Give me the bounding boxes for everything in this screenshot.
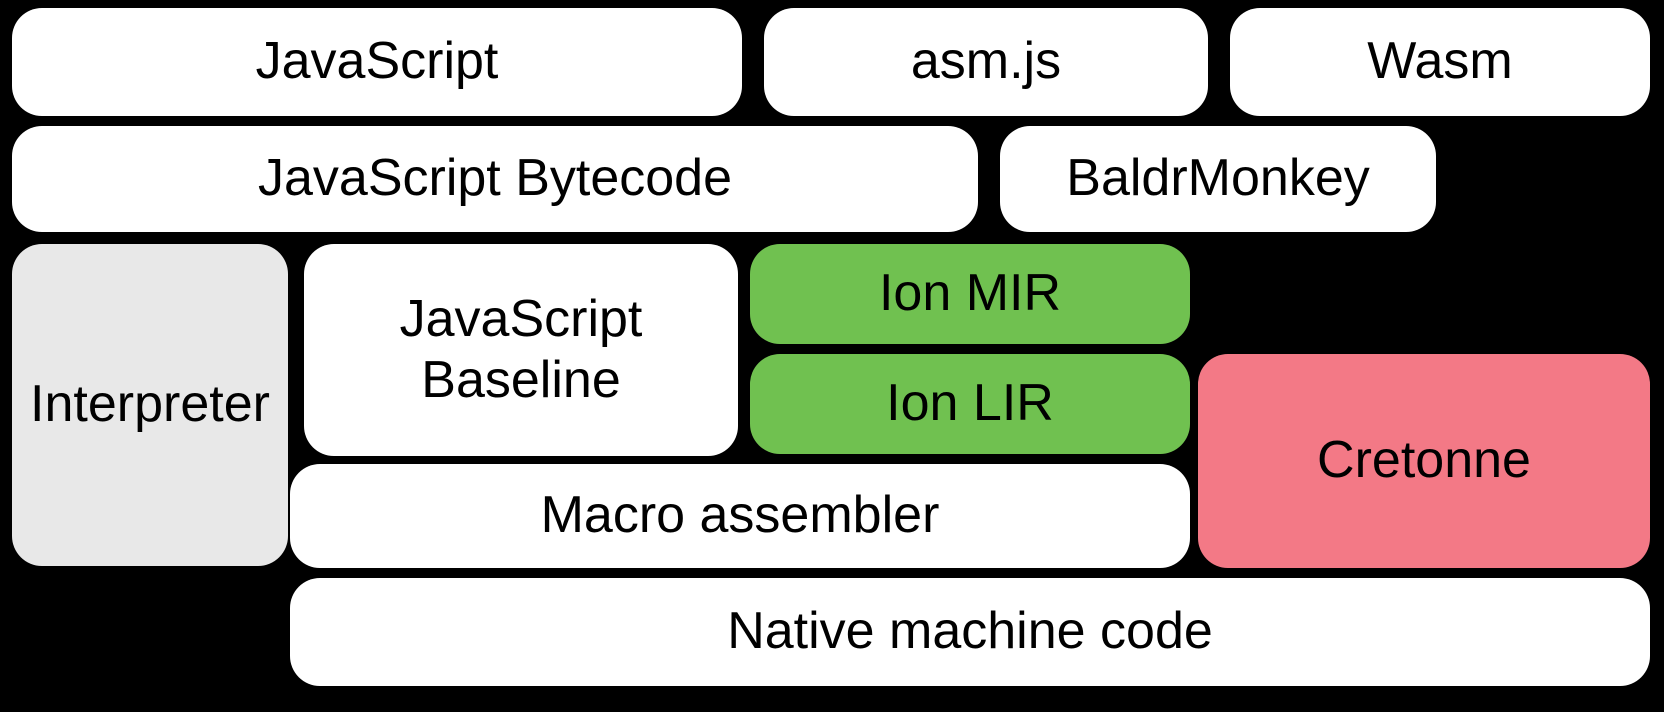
node-ion-mir: Ion MIR — [750, 244, 1190, 344]
node-javascript: JavaScript — [12, 8, 742, 116]
node-baldrmonkey: BaldrMonkey — [1000, 126, 1436, 232]
node-wasm: Wasm — [1230, 8, 1650, 116]
node-javascript-bytecode: JavaScript Bytecode — [12, 126, 978, 232]
node-ion-lir: Ion LIR — [750, 354, 1190, 454]
node-interpreter: Interpreter — [12, 244, 288, 566]
node-javascript-bytecode-label: JavaScript Bytecode — [257, 149, 733, 208]
node-asm-js: asm.js — [764, 8, 1208, 116]
node-native-machine-code-label: Native machine code — [727, 602, 1213, 661]
node-javascript-baseline-label-line2: Baseline — [421, 351, 621, 409]
node-asm-js-label: asm.js — [910, 32, 1062, 91]
node-cretonne-label: Cretonne — [1317, 431, 1531, 490]
node-interpreter-label: Interpreter — [30, 375, 270, 434]
node-cretonne: Cretonne — [1198, 354, 1650, 568]
node-macro-assembler-label: Macro assembler — [540, 486, 940, 545]
node-javascript-baseline-label-line1: JavaScript — [399, 289, 643, 348]
node-ion-lir-label: Ion LIR — [886, 374, 1054, 433]
node-baldrmonkey-label: BaldrMonkey — [1066, 149, 1370, 208]
node-native-machine-code: Native machine code — [290, 578, 1650, 686]
node-javascript-baseline: JavaScript Baseline — [304, 244, 738, 456]
node-ion-mir-label: Ion MIR — [878, 264, 1062, 323]
node-macro-assembler: Macro assembler — [290, 464, 1190, 568]
node-wasm-label: Wasm — [1367, 32, 1513, 91]
node-javascript-label: JavaScript — [255, 32, 499, 91]
